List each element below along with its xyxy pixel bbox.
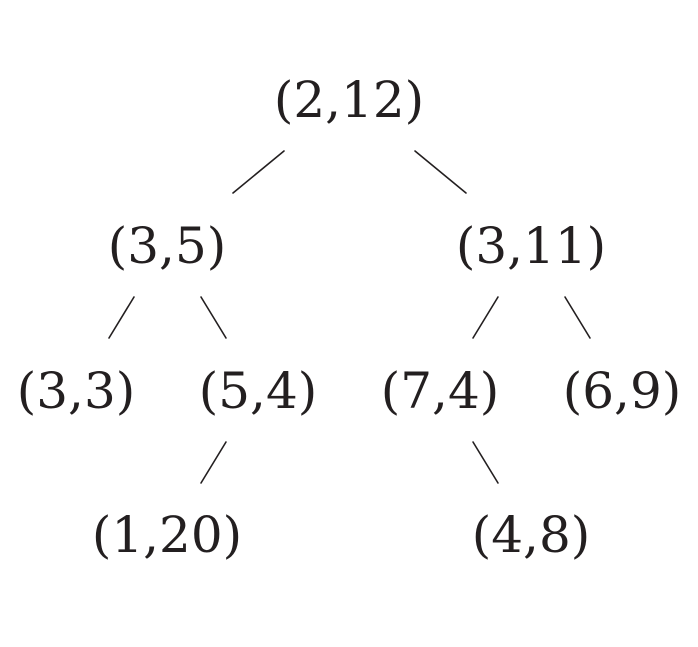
node-3-3: (3,3) [17, 362, 136, 420]
tree-edges [108, 150, 591, 484]
node-6-9: (6,9) [563, 362, 682, 420]
edge-2-12-to-3-5 [232, 150, 285, 194]
edge-7-4-to-4-8 [472, 441, 499, 484]
node-4-8: (4,8) [472, 506, 591, 564]
node-5-4: (5,4) [199, 362, 318, 420]
edge-3-11-to-7-4 [472, 296, 499, 339]
tree-nodes: (2,12) (3,5) (3,11) (3,3) (5,4) (7,4) (6… [17, 71, 682, 564]
node-1-20: (1,20) [92, 506, 242, 564]
edge-3-11-to-6-9 [564, 296, 591, 339]
node-2-12: (2,12) [274, 71, 424, 129]
edge-3-5-to-5-4 [200, 296, 227, 339]
edge-2-12-to-3-11 [414, 150, 467, 194]
node-3-11: (3,11) [456, 217, 606, 275]
edge-5-4-to-1-20 [200, 441, 227, 484]
edge-3-5-to-3-3 [108, 296, 135, 339]
node-3-5: (3,5) [108, 217, 227, 275]
node-7-4: (7,4) [381, 362, 500, 420]
